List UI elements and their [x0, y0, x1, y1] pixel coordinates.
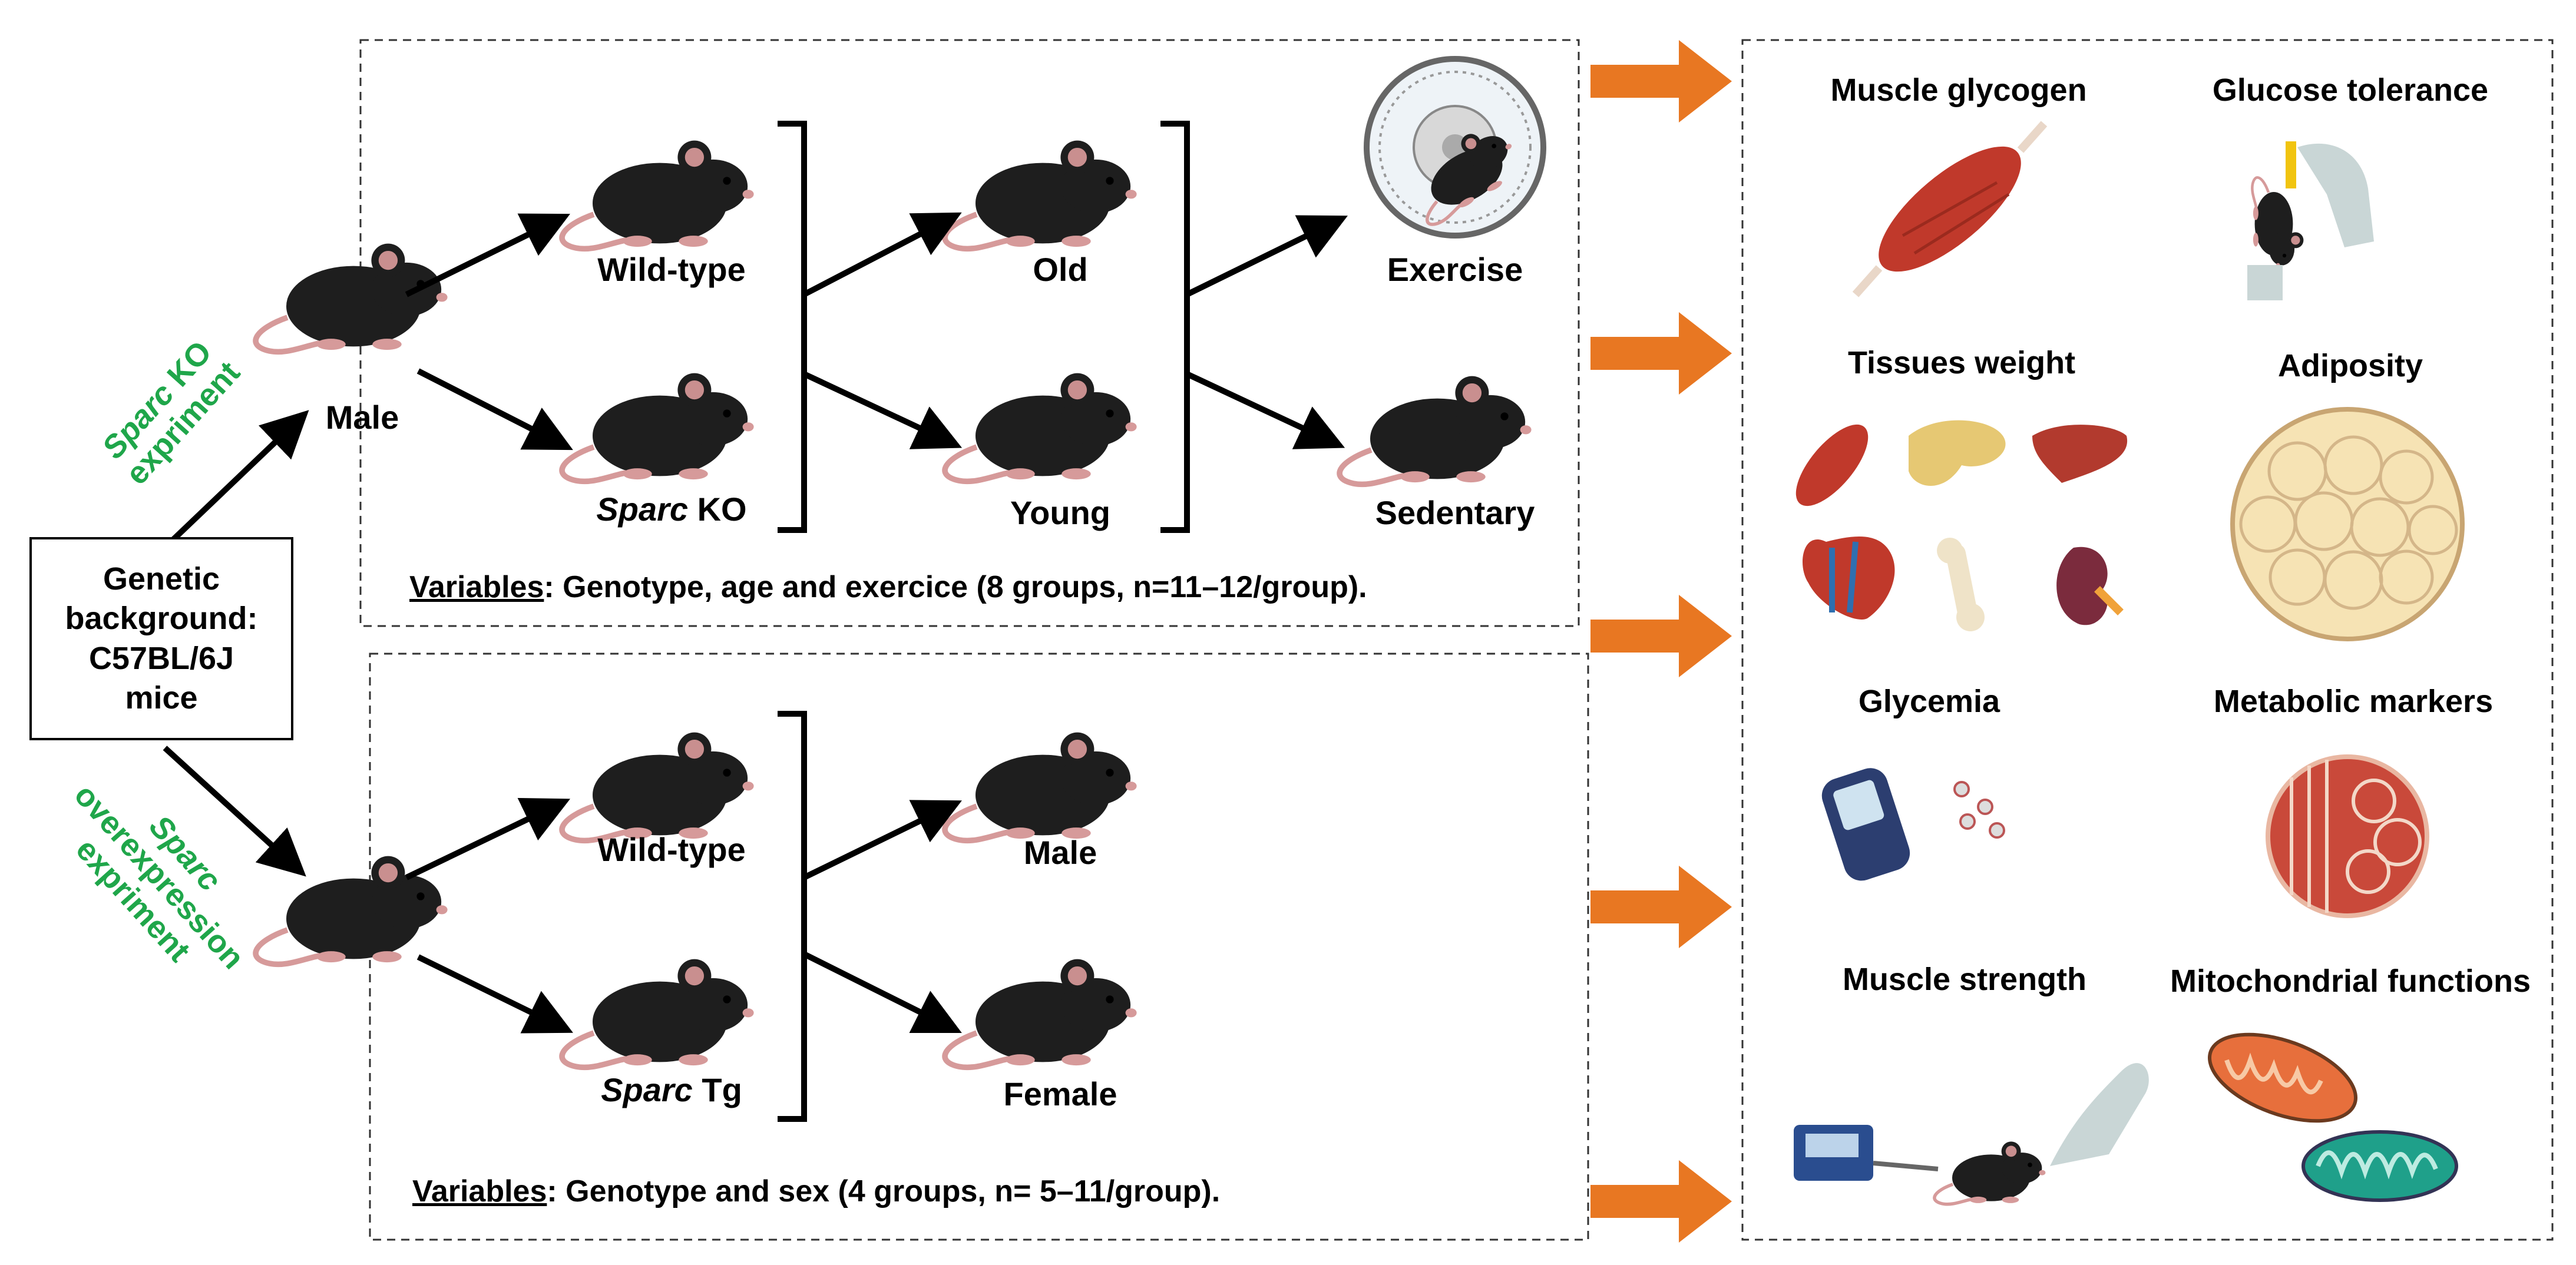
arrow-oe-to-wt: [405, 797, 571, 880]
bottom-wild-type-label: Wild-type: [597, 831, 746, 868]
muscle-section-icon: [2266, 754, 2429, 918]
syringe-hand-icon: [2247, 141, 2374, 300]
male-label: Male: [325, 399, 399, 436]
tg-label-tg: Tg: [692, 1071, 742, 1108]
tg-mouse-icon: [562, 959, 754, 1068]
ko-label-ko: KO: [688, 491, 747, 528]
female-sex-label: Female: [1003, 1075, 1117, 1112]
old-label: Old: [1033, 251, 1088, 288]
arrow-to-oe-mouse: [163, 746, 306, 877]
arrow-to-sedentary: [1185, 371, 1345, 449]
orange-arrow-4: [1590, 866, 1732, 948]
arrow-to-old: [802, 212, 962, 297]
male-sex-mouse-icon: [945, 733, 1137, 841]
sedentary-mouse-icon: [1340, 376, 1532, 485]
orange-arrow-2: [1590, 312, 1732, 395]
bottom-variables: Variables: Genotype and sex (4 groups, n…: [412, 1174, 1220, 1209]
wild-type-label: Wild-type: [597, 251, 746, 288]
arrow-to-male-sex: [802, 800, 962, 880]
bottom-experiment-box: [369, 653, 1589, 1241]
young-label: Young: [1010, 494, 1111, 531]
mitochondrial-functions-title: Mitochondrial functions: [2170, 963, 2531, 999]
old-mouse-icon: [945, 141, 1137, 249]
glucometer-icon: [1821, 768, 2005, 881]
tg-label-sparc: Sparc: [601, 1071, 693, 1108]
background-line-3: C57BL/6J: [88, 640, 234, 676]
arrow-oe-to-tg: [416, 954, 573, 1034]
ko-mouse-icon: [562, 373, 754, 482]
arrow-to-female-sex: [802, 951, 962, 1033]
ko-label-sparc: Sparc: [596, 491, 689, 528]
female-sex-mouse-icon: [945, 959, 1137, 1068]
glucose-tolerance-title: Glucose tolerance: [2212, 72, 2489, 108]
adipose-tissue-icon: [2230, 407, 2465, 641]
top-variables-label: Variables: [409, 570, 544, 604]
bracket-age: [1160, 121, 1190, 533]
outcomes-box: [1741, 39, 2554, 1241]
young-mouse-icon: [945, 373, 1137, 482]
tg-label: Sparc Tg: [601, 1071, 742, 1109]
ko-label: Sparc KO: [596, 490, 746, 528]
orange-arrow-5: [1590, 1160, 1732, 1243]
arrow-to-young: [802, 371, 963, 449]
male-sex-label: Male: [1023, 834, 1097, 871]
muscle-icon: [1852, 121, 2048, 297]
adiposity-title: Adiposity: [2277, 348, 2423, 383]
genetic-background-box: Genetic background: C57BL/6J mice: [29, 537, 293, 740]
bottom-variables-label: Variables: [412, 1174, 547, 1208]
background-line-4: mice: [125, 680, 198, 716]
arrow-to-ko-male: [168, 410, 309, 544]
top-variables: Variables: Genotype, age and exercice (8…: [409, 569, 1367, 605]
glycemia-title: Glycemia: [1858, 684, 2000, 719]
arrow-to-exercise: [1185, 215, 1348, 297]
grip-strength-icon: [1794, 1063, 2149, 1204]
orange-arrow-3: [1590, 595, 1732, 677]
male-mouse-icon: [256, 244, 448, 352]
arrow-male-to-wt: [405, 213, 570, 297]
bottom-variables-text: : Genotype and sex (4 groups, n= 5–11/gr…: [547, 1174, 1221, 1208]
arrow-male-to-ko: [416, 368, 573, 451]
muscle-glycogen-title: Muscle glycogen: [1830, 72, 2087, 108]
bottom-wild-type-mouse-icon: [562, 733, 754, 841]
bracket-genotype: [778, 121, 807, 533]
mitochondria-icon: [2208, 1032, 2458, 1202]
bracket-bottom-genotype: [778, 711, 807, 1122]
background-line-1: Genetic: [102, 561, 220, 597]
wild-type-mouse-icon: [562, 141, 754, 249]
tissues-weight-title: Tissues weight: [1847, 345, 2076, 380]
metabolic-markers-title: Metabolic markers: [2213, 684, 2494, 719]
exercise-wheel-icon: [1364, 56, 1546, 239]
organs-icon: [1795, 420, 2128, 631]
exercise-label: Exercise: [1387, 251, 1523, 288]
sedentary-label: Sedentary: [1375, 494, 1535, 531]
background-line-2: background:: [65, 601, 258, 636]
muscle-strength-title: Muscle strength: [1842, 962, 2087, 997]
top-variables-text: : Genotype, age and exercice (8 groups, …: [544, 570, 1367, 604]
orange-arrow-1: [1590, 40, 1732, 122]
